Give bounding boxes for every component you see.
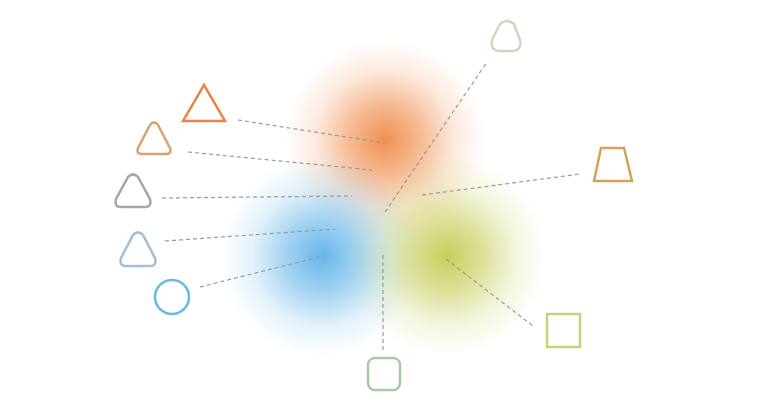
trapezoid-icon-gold: [592, 146, 634, 183]
olive-glow-blob: [347, 156, 547, 356]
rounded-triangle-icon-lightblue: [119, 231, 157, 268]
connector-rounded-triangle-gray: [161, 195, 353, 199]
connector-circle-blue: [199, 255, 324, 288]
connector-rounded-triangle-tan: [187, 151, 373, 171]
circle-icon-blue: [153, 278, 191, 316]
connector-triangle-orange: [237, 119, 386, 144]
connector-rounded-triangle-lightblue: [164, 228, 336, 242]
connector-rounded-triangle-beige: [384, 61, 488, 213]
icon-group: [114, 19, 634, 392]
square-icon-yellowgreen: [545, 312, 582, 349]
connector-group: [161, 61, 581, 350]
rounded-triangle-icon-tan: [136, 121, 172, 156]
connector-square-yellowgreen: [445, 258, 534, 327]
connector-trapezoid-gold: [421, 173, 581, 196]
triangle-icon-orange: [180, 82, 228, 123]
rounded-square-icon-sage: [366, 356, 402, 392]
rounded-triangle-icon-gray: [114, 173, 152, 209]
rounded-triangle-icon-beige: [490, 19, 522, 53]
blob-group: [222, 40, 547, 356]
